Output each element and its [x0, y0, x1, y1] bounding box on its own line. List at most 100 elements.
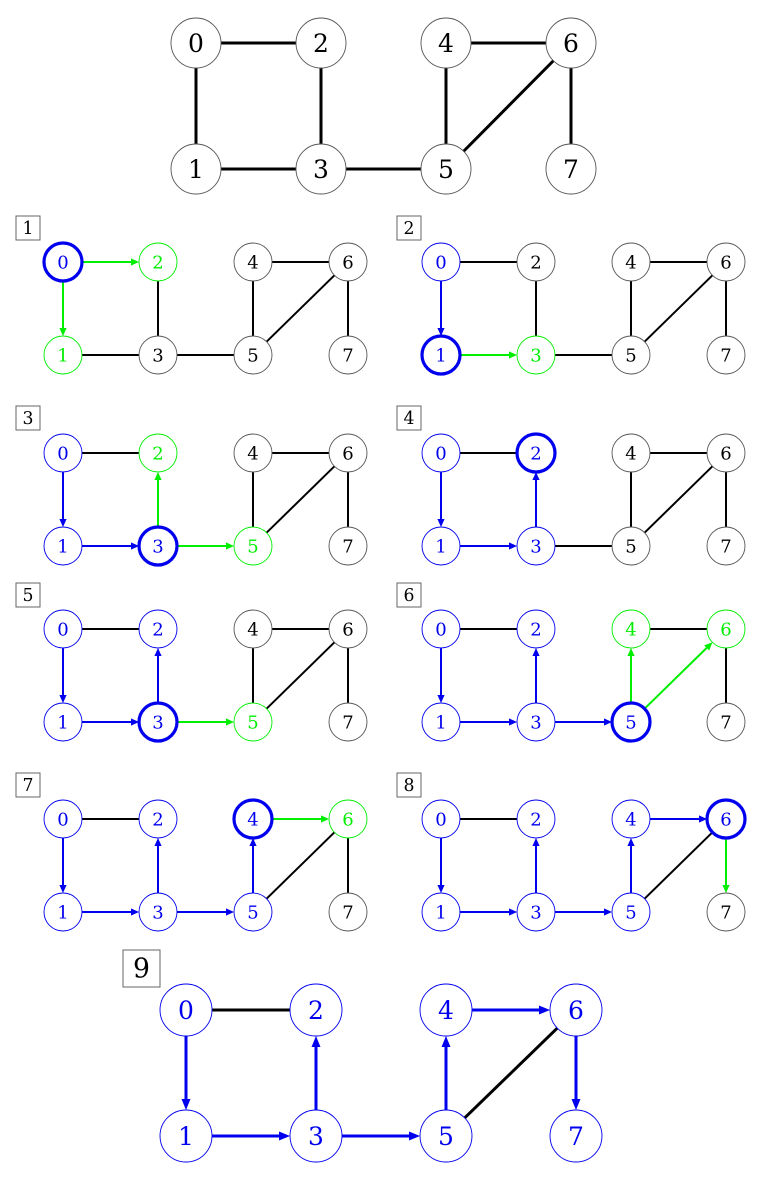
step2-node-label-6: 6	[720, 252, 731, 273]
step6-node-label-0: 0	[435, 619, 446, 640]
step8-edge-6-7-arrowhead	[722, 885, 730, 893]
overview-node-6	[545, 17, 597, 69]
step7-edge-0-1-arrowhead	[59, 885, 67, 893]
step4-node-1	[421, 526, 461, 566]
step3-node-1	[43, 526, 83, 566]
step9-edge-1-3-arrowhead	[279, 1131, 290, 1141]
step9-node-label-7: 7	[568, 1122, 584, 1151]
step4-edge-5-6	[643, 465, 714, 534]
step2-edge-1-3-arrowhead	[509, 351, 517, 359]
step6-node-2	[516, 609, 556, 649]
step9-edge-4-6-arrowhead	[539, 1005, 550, 1015]
step8-node-5	[611, 892, 651, 932]
step8-edge-0-1-arrowhead	[437, 885, 445, 893]
step7-node-label-1: 1	[57, 902, 68, 923]
step2-node-label-3: 3	[530, 345, 541, 366]
overview-node-4	[420, 17, 472, 69]
step7-node-6	[328, 799, 368, 839]
step9-node-7	[549, 1109, 603, 1163]
step4-node-label-5: 5	[625, 536, 636, 557]
step6-node-4	[611, 609, 651, 649]
step2-node-label-1: 1	[435, 345, 446, 366]
overview-node-2	[295, 17, 347, 69]
step5-node-1	[43, 702, 83, 742]
step8-node-7	[706, 892, 746, 932]
step3-node-0	[43, 433, 83, 473]
step-number-box	[396, 405, 422, 431]
step6-node-label-4: 4	[625, 619, 636, 640]
step2-node-4	[611, 242, 651, 282]
step8-node-label-1: 1	[435, 902, 446, 923]
step8-node-label-4: 4	[625, 809, 636, 830]
step9-node-label-4: 4	[438, 996, 454, 1025]
step6-node-label-3: 3	[530, 712, 541, 733]
step9-node-label-0: 0	[178, 996, 194, 1025]
step7-node-3	[138, 892, 178, 932]
step4-node-5	[611, 526, 651, 566]
overview-node-label-1: 1	[188, 155, 204, 184]
step9-node-0	[159, 983, 213, 1037]
step3-edge-5-6	[265, 465, 336, 534]
step3-node-label-2: 2	[152, 443, 163, 464]
step6-edge-5-6-arrow	[643, 647, 708, 710]
overview-node-label-3: 3	[313, 155, 329, 184]
step7-node-label-2: 2	[152, 809, 163, 830]
step7-node-label-3: 3	[152, 902, 163, 923]
step4-node-4	[611, 433, 651, 473]
overview-node-label-5: 5	[438, 155, 454, 184]
step8-node-label-0: 0	[435, 809, 446, 830]
step2-node-label-0: 0	[435, 252, 446, 273]
step5-edge-3-5-arrowhead	[226, 718, 234, 726]
step7-node-label-6: 6	[342, 809, 353, 830]
step7-edge-5-6	[265, 831, 336, 900]
step5-node-label-5: 5	[247, 712, 258, 733]
step9-edge-2-3-arrowhead	[311, 1036, 321, 1047]
step2-node-7	[706, 335, 746, 375]
step5-node-label-3: 3	[152, 712, 163, 733]
overview-node-0	[170, 17, 222, 69]
step5-node-6	[328, 609, 368, 649]
step8-node-4	[611, 799, 651, 839]
step-number: 5	[23, 586, 34, 606]
step8-node-1	[421, 892, 461, 932]
step9-edge-4-5-arrowhead	[441, 1036, 451, 1047]
step4-node-label-4: 4	[625, 443, 636, 464]
step2-node-2	[516, 242, 556, 282]
step9-node-label-2: 2	[308, 996, 324, 1025]
step9-node-3	[289, 1109, 343, 1163]
step8-node-3	[516, 892, 556, 932]
overview-node-label-4: 4	[438, 29, 454, 58]
step5-node-label-0: 0	[57, 619, 68, 640]
step5-node-7	[328, 702, 368, 742]
step6-node-5	[610, 701, 652, 743]
step3-edge-2-3-arrowhead	[154, 472, 162, 480]
step7-edge-2-3-arrowhead	[154, 838, 162, 846]
step1-node-label-3: 3	[152, 345, 163, 366]
step8-node-label-5: 5	[625, 902, 636, 923]
step6-node-6	[706, 609, 746, 649]
step3-node-label-0: 0	[57, 443, 68, 464]
step6-edge-4-5-arrowhead	[627, 648, 635, 656]
step1-node-label-7: 7	[342, 345, 353, 366]
step8-node-2	[516, 799, 556, 839]
step4-node-6	[706, 433, 746, 473]
overview-node-1	[170, 143, 222, 195]
step2-node-1	[420, 334, 462, 376]
step6-edge-2-3-arrowhead	[532, 648, 540, 656]
step3-node-label-1: 1	[57, 536, 68, 557]
step3-node-4	[233, 433, 273, 473]
step-number-box	[15, 582, 41, 608]
step-number: 4	[404, 409, 415, 429]
step1-node-label-4: 4	[247, 252, 258, 273]
step8-edge-4-5-arrowhead	[627, 838, 635, 846]
step5-node-5	[233, 702, 273, 742]
step-number-box	[396, 582, 422, 608]
step9-node-6	[549, 983, 603, 1037]
step4-node-label-3: 3	[530, 536, 541, 557]
step3-edge-3-5-arrowhead	[226, 542, 234, 550]
step2-node-6	[706, 242, 746, 282]
step1-node-label-2: 2	[152, 252, 163, 273]
step7-edge-1-3-arrowhead	[131, 908, 139, 916]
